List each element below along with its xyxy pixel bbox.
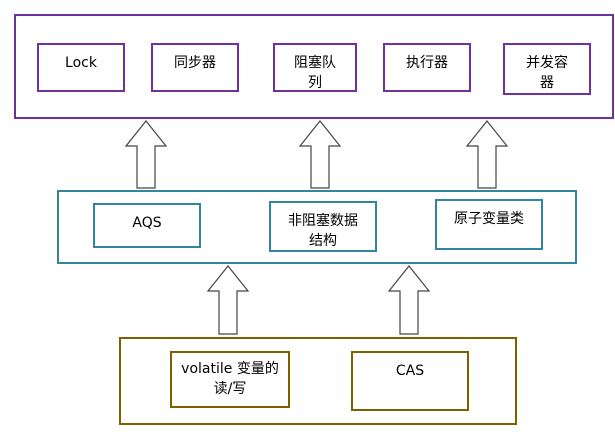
volatile-rw-box: volatile 变量的读/写 <box>170 351 290 408</box>
top-layer-container <box>14 14 614 119</box>
non-blocking-ds-label: 非阻塞数据结构 <box>288 213 358 249</box>
arrow-up-icon <box>124 120 168 189</box>
atomic-variable-label: 原子变量类 <box>454 211 524 227</box>
cas-box: CAS <box>351 351 469 411</box>
arrow-up-icon <box>298 120 342 189</box>
cas-label: CAS <box>395 363 425 379</box>
blocking-queue-label: 阻塞队列 <box>294 55 336 91</box>
synchronizer-box: 同步器 <box>151 43 239 92</box>
concurrent-container-box: 并发容器 <box>503 43 591 95</box>
executor-box: 执行器 <box>383 43 471 92</box>
bottom-layer-container <box>119 337 517 425</box>
aqs-label: AQS <box>132 215 162 231</box>
arrow-up-icon <box>206 265 250 335</box>
concurrent-container-label: 并发容器 <box>526 55 568 91</box>
non-blocking-ds-box: 非阻塞数据结构 <box>269 201 377 252</box>
arrow-up-icon <box>387 265 431 335</box>
executor-label: 执行器 <box>406 55 448 71</box>
atomic-variable-box: 原子变量类 <box>435 199 543 250</box>
lock-label: Lock <box>65 55 97 71</box>
aqs-box: AQS <box>93 203 201 248</box>
blocking-queue-box: 阻塞队列 <box>273 43 357 92</box>
synchronizer-label: 同步器 <box>174 55 216 71</box>
volatile-rw-label: volatile 变量的读/写 <box>181 361 279 397</box>
lock-box: Lock <box>37 43 125 92</box>
arrow-up-icon <box>465 120 509 189</box>
middle-layer-container <box>57 190 577 264</box>
